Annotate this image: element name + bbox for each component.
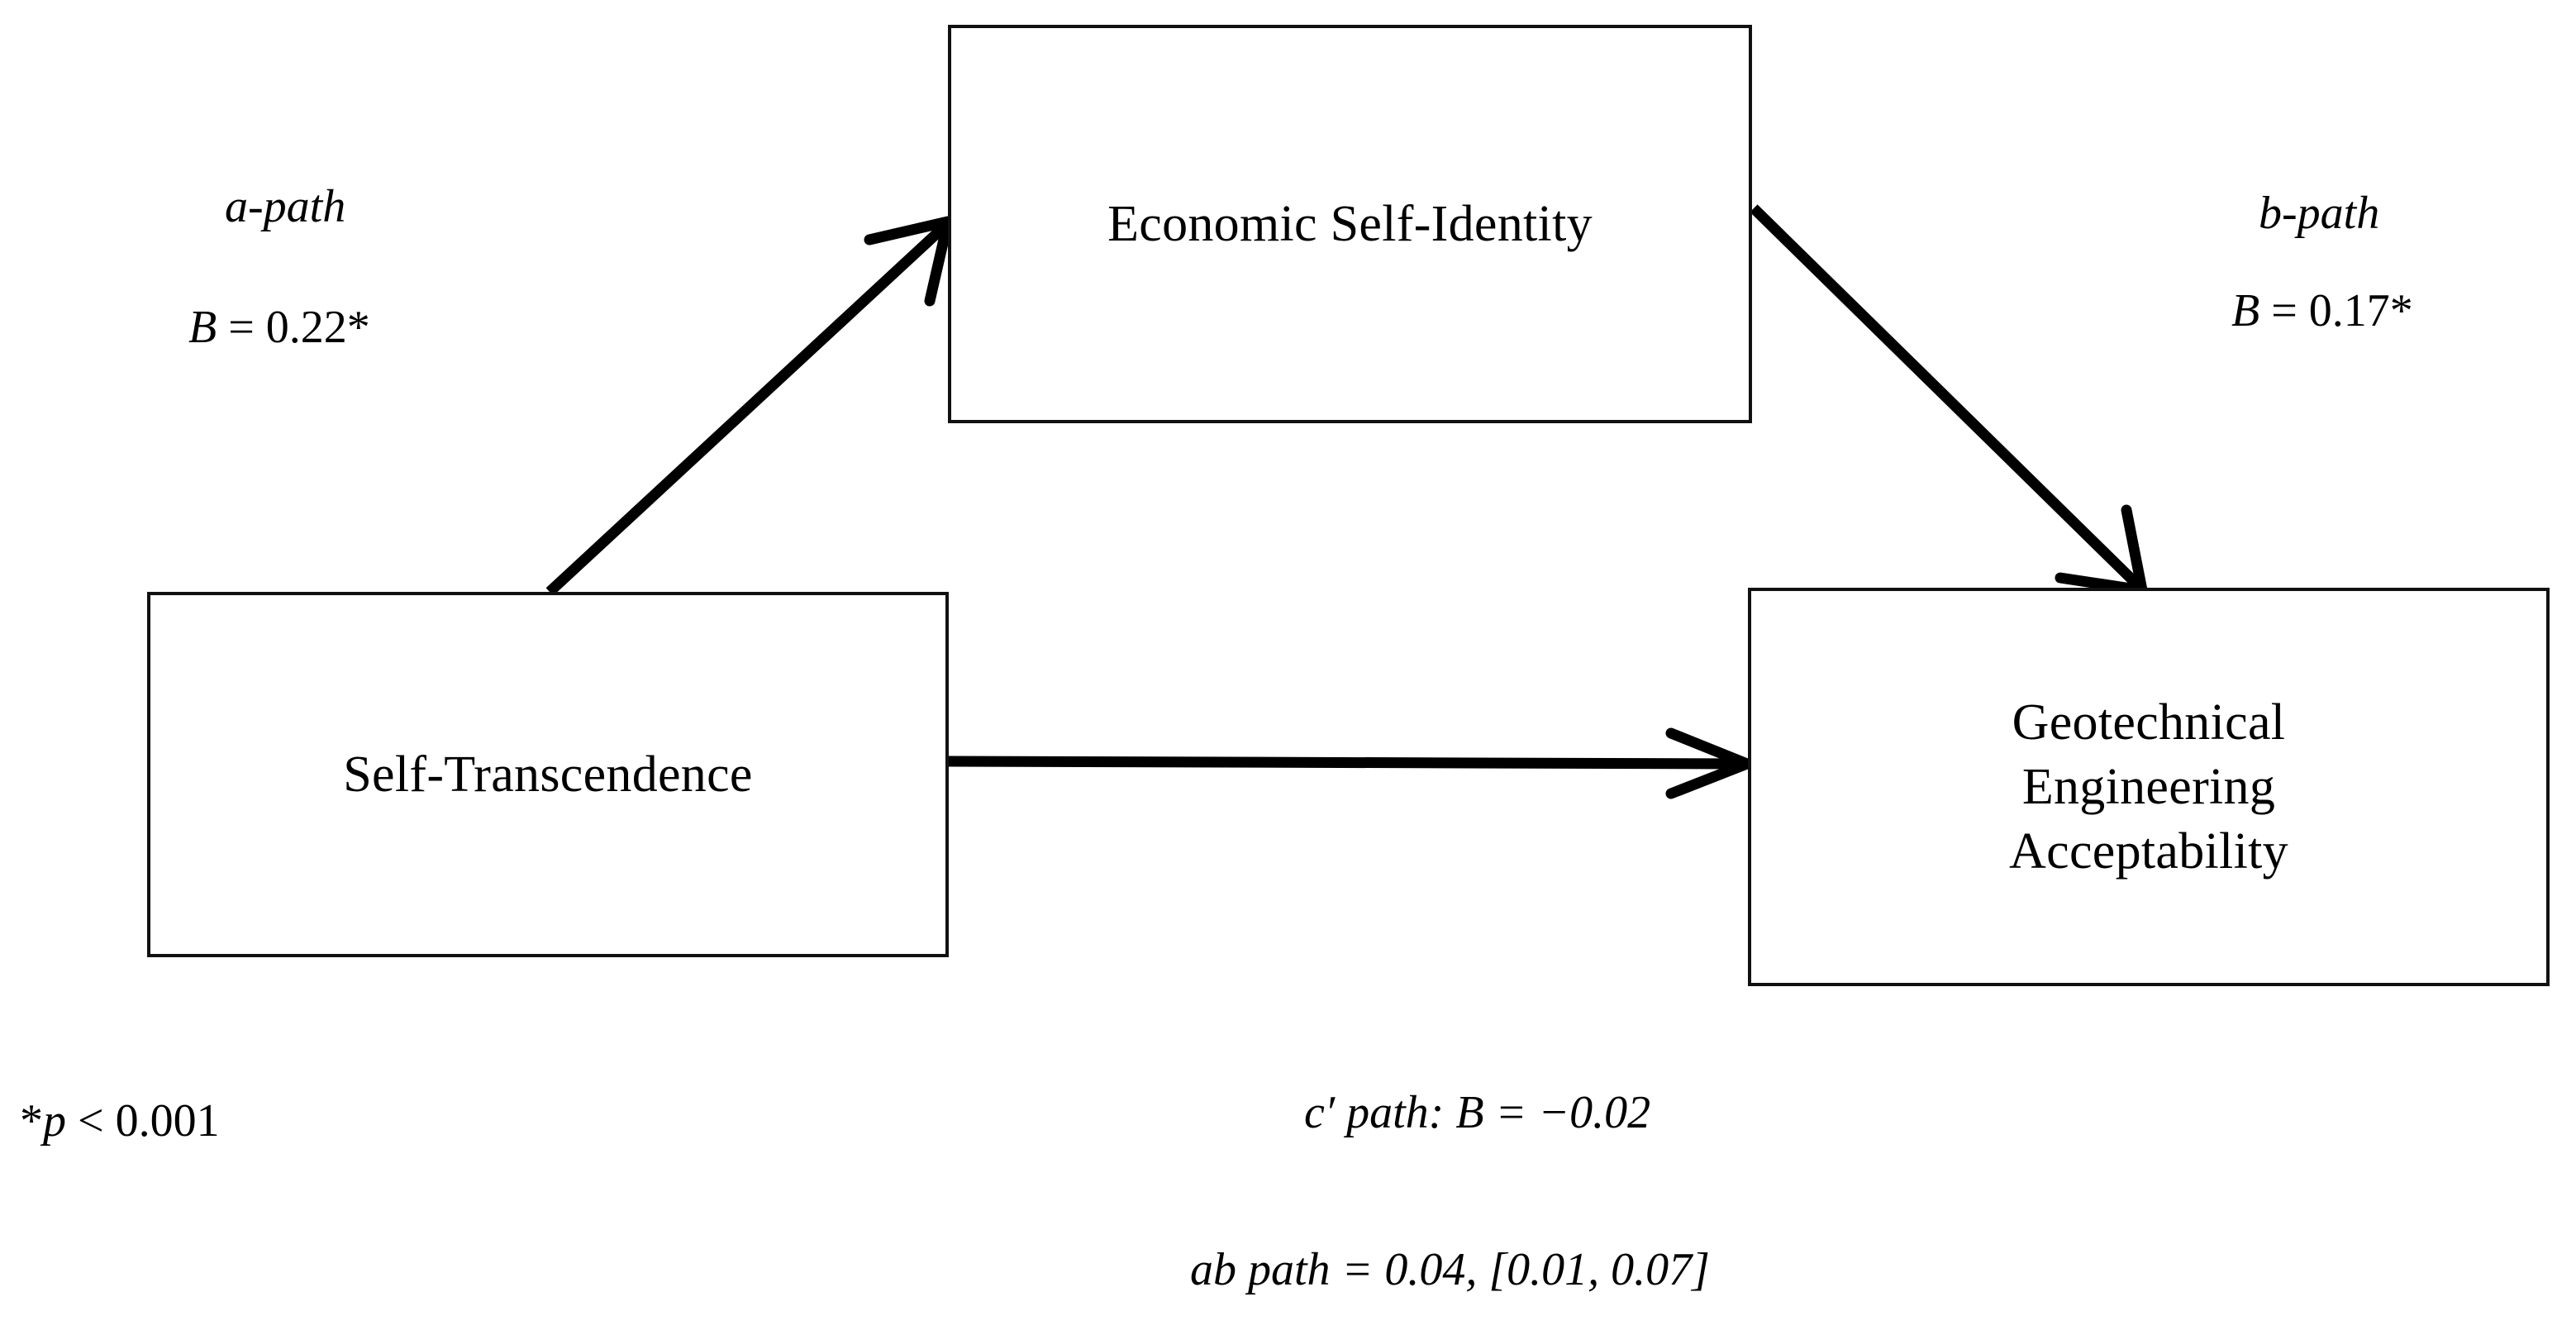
node-label-predictor: Self-Transcendence (343, 746, 753, 803)
a-path-arrow (545, 216, 954, 596)
b-path-name-label: b-path (2259, 190, 2379, 236)
ab-path-footnote: ab path = 0.04, [0.01, 0.07] (1190, 1247, 1710, 1293)
a-path-coefficient-text: B = 0.22* (188, 302, 370, 353)
significance-footnote: *p < 0.001 (20, 1098, 220, 1144)
b-path-coefficient-label: B = 0.17* (2231, 288, 2413, 334)
b-path-arrow (1750, 204, 2148, 596)
b-path-coefficient-text: B = 0.17* (2231, 285, 2413, 336)
significance-footnote-text: *p < 0.001 (20, 1095, 220, 1147)
a-path-coefficient-label: B = 0.22* (188, 304, 370, 350)
a-path-name-text: a-path (225, 181, 346, 232)
node-label-outcome: Geotechnical Engineering Acceptability (2009, 694, 2288, 880)
node-label-mediator: Economic Self-Identity (1107, 195, 1593, 252)
b-path-name-text: b-path (2259, 188, 2380, 239)
a-path-name-label: a-path (225, 184, 345, 230)
node-box-outcome: Geotechnical Engineering Acceptability (1748, 588, 2550, 986)
c-prime-path-footnote: c′ path: B = −0.02 (1304, 1089, 1650, 1136)
node-box-predictor: Self-Transcendence (147, 592, 949, 957)
ab-path-footnote-text: ab path = 0.04, [0.01, 0.07] (1190, 1244, 1710, 1295)
c-prime-path-arrow (948, 727, 1753, 799)
c-prime-path-footnote-text: c′ path: B = −0.02 (1304, 1087, 1651, 1138)
node-box-mediator: Economic Self-Identity (948, 25, 1752, 423)
